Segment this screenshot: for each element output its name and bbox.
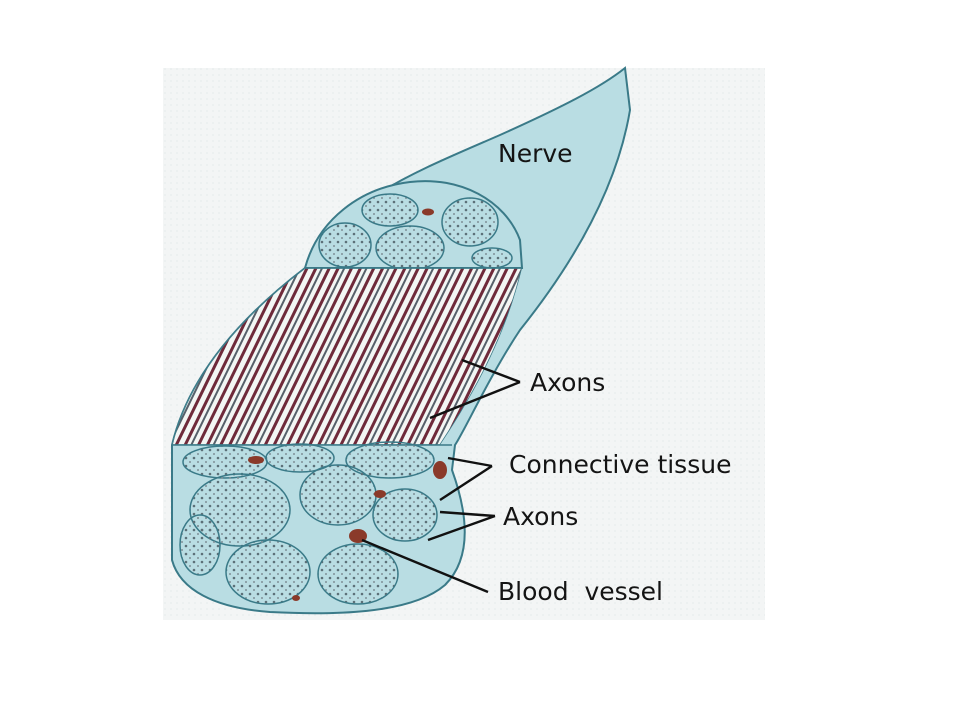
nerve-label: Nerve [498,139,573,168]
blood-vessel [248,456,264,464]
top-fascicle [361,193,419,227]
blood-vessel [374,490,386,498]
fascicle [265,443,335,473]
top-fascicle [375,225,445,271]
blood-vessel-label: Blood vessel [498,577,663,606]
axons-lower-label: Axons [503,502,578,531]
fascicle [372,488,438,542]
fascicle [299,464,377,526]
connective-tissue-leader [439,456,493,502]
blood-vessel [292,595,300,601]
top-fascicle [471,247,513,269]
fascicle [225,539,311,605]
blood-vessel [433,461,447,479]
axons-lower-leader [427,510,496,542]
axons-upper-leader [429,358,521,420]
top-blood-vessel [422,208,434,216]
fascicle [179,514,221,576]
top-fascicle [318,222,372,268]
fascicle [317,543,399,605]
connective-tissue-label: Connective tissue [509,450,731,479]
fascicle [345,441,435,479]
axons-upper-label: Axons [530,368,605,397]
top-fascicle [441,197,499,247]
blood-vessel-leader [361,538,489,594]
